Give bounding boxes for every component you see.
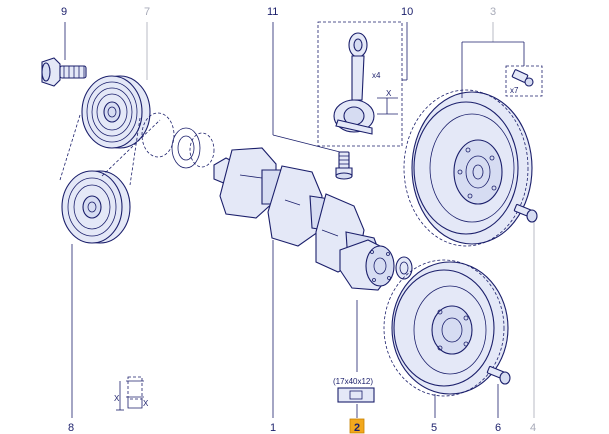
flywheel-bolt-qty: x7	[510, 86, 519, 95]
timing-gear[interactable]	[141, 112, 215, 169]
bearing-size-label: (17x40x12)	[333, 377, 373, 386]
connecting-rod-box	[317, 21, 403, 147]
dual-mass-flywheel-part-5[interactable]	[383, 259, 509, 397]
flywheel-part-3[interactable]	[403, 89, 533, 247]
bolt-detail-x1: X	[114, 394, 120, 403]
callout-11[interactable]: 11	[267, 6, 278, 18]
callout-8[interactable]: 8	[68, 422, 74, 434]
connecting-rod-part-10[interactable]	[333, 32, 398, 135]
callout-2-highlight	[349, 418, 365, 434]
leader-lines	[64, 22, 535, 418]
pulley-part-8[interactable]	[61, 170, 131, 244]
callout-6[interactable]: 6	[495, 422, 501, 434]
callout-10[interactable]: 10	[401, 6, 413, 18]
bolt-part-4[interactable]	[513, 203, 538, 223]
crankshaft-part-1[interactable]	[213, 147, 395, 291]
callout-3[interactable]: 3	[490, 6, 496, 18]
callout-7[interactable]: 7	[144, 6, 150, 18]
pilot-bearing-part-2[interactable]	[395, 256, 413, 280]
callout-5[interactable]: 5	[431, 422, 437, 434]
connecting-rod-x-label: X	[386, 89, 392, 98]
callout-1[interactable]: 1	[270, 422, 276, 434]
pulley-dashed-guides	[59, 114, 161, 186]
bolt-part-9[interactable]	[41, 57, 87, 87]
bolt-part-6[interactable]	[486, 365, 511, 385]
bolt-detail-x2: X	[143, 399, 149, 408]
bolt-detail-drawing	[116, 376, 144, 411]
bolt-part-11[interactable]	[335, 151, 353, 180]
callout-4[interactable]: 4	[530, 422, 536, 434]
callout-9[interactable]: 9	[61, 6, 67, 18]
connecting-rod-qty: x4	[372, 71, 381, 80]
pulley-part-7[interactable]	[81, 75, 151, 149]
flywheel-bolt-icon[interactable]	[511, 69, 534, 87]
bearing-size-icon	[337, 387, 375, 403]
callout-2[interactable]: 2	[354, 422, 360, 434]
